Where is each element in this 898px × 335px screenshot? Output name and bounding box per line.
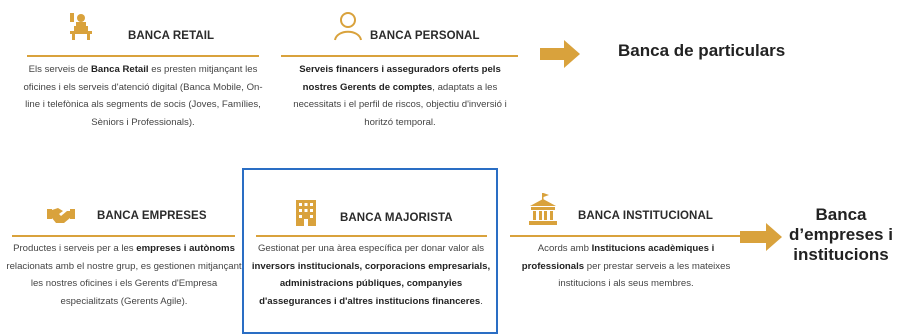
card-body-personal: Serveis financers i asseguradors oferts … [290, 61, 510, 131]
body-text-run: Acords amb [537, 243, 592, 254]
label-banca-particulars: Banca de particulars [618, 41, 786, 60]
card-body-majorista: Gestionat per una àrea específica per do… [251, 240, 491, 310]
person-at-desk-icon [70, 13, 92, 40]
divider [510, 235, 742, 237]
card-title-majorista: BANCA MAJORISTA [340, 212, 453, 224]
card-title-personal: BANCA PERSONAL [370, 30, 480, 42]
body-text-run: Banca Retail [91, 64, 149, 75]
label-banca-empreses-institucions: Banca d’empreses i institucions [789, 205, 893, 264]
user-icon [334, 12, 362, 41]
body-text-run: , adaptats a les necessitats i el perfil… [293, 81, 507, 128]
card-body-empreses: Productes i serveis per a les empreses i… [6, 240, 242, 310]
arrow-right-icon [740, 223, 782, 251]
body-text-run: Serveis financers i asseguradors oferts … [299, 64, 501, 93]
body-text-run: relacionats amb el nostre grup, es gesti… [6, 260, 242, 307]
body-text-run: empreses i autònoms [136, 243, 235, 254]
body-text-run: Institucions acadèmiques i professionals [521, 243, 715, 272]
institution-building-icon [529, 193, 557, 225]
body-text-run: Gestionat per una àrea específica per do… [257, 243, 485, 254]
card-title-empreses: BANCA EMPRESES [97, 210, 207, 222]
body-text-run: . [480, 295, 483, 307]
divider [281, 55, 518, 57]
divider [27, 55, 259, 57]
arrow-right-icon [540, 40, 580, 68]
handshake-icon [47, 208, 75, 223]
body-text-run: per prestar serveis a les mateixes insti… [558, 260, 731, 290]
body-text-run: inversors institucionals, corporacions e… [251, 260, 491, 307]
body-text-run: es presten mitjançant les oficines i els… [23, 64, 263, 128]
card-body-retail: Els serveis de Banca Retail es presten m… [18, 61, 268, 131]
office-building-icon [296, 200, 316, 226]
body-text-run: Els serveis de [28, 64, 91, 75]
card-body-institucional: Acords amb Institucions acadèmiques i pr… [510, 240, 742, 293]
card-title-institucional: BANCA INSTITUCIONAL [578, 210, 713, 222]
card-title-retail: BANCA RETAIL [128, 30, 215, 42]
body-text-run: Productes i serveis per a les [13, 243, 137, 254]
divider [12, 235, 235, 237]
divider [256, 235, 487, 237]
majorista-highlight-box [242, 168, 498, 334]
